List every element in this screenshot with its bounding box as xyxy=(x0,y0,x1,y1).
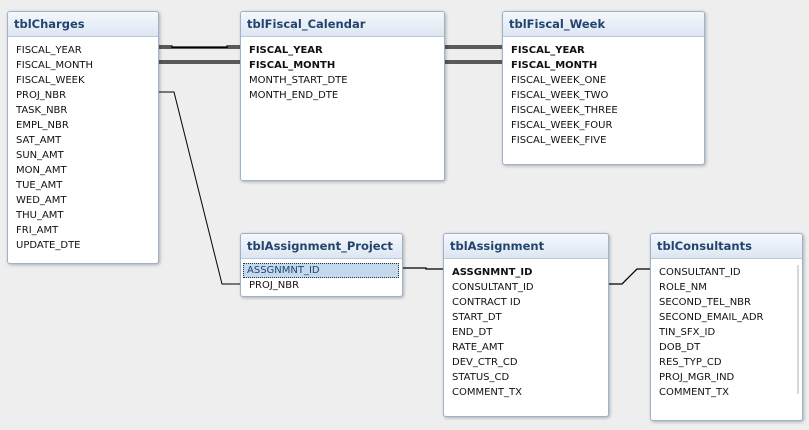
field[interactable]: FRI_AMT xyxy=(16,225,59,236)
table-title[interactable]: tblAssignment xyxy=(444,234,608,259)
selected-field[interactable]: ASSGNMNT_ID xyxy=(243,263,399,278)
table-title[interactable]: tblConsultants xyxy=(651,234,802,259)
field[interactable]: SECOND_EMAIL_ADR xyxy=(659,312,764,323)
table-tblconsultants[interactable]: tblConsultants CONSULTANT_ID ROLE_NM SEC… xyxy=(650,233,803,421)
table-tblassignment[interactable]: tblAssignment ASSGNMNT_ID CONSULTANT_ID … xyxy=(443,233,609,417)
field[interactable]: CONSULTANT_ID xyxy=(452,282,534,293)
field[interactable]: SECOND_TEL_NBR xyxy=(659,297,751,308)
key-field[interactable]: ASSGNMNT_ID xyxy=(452,267,533,278)
field[interactable]: PROJ_MGR_IND xyxy=(659,372,735,383)
key-field[interactable]: FISCAL_MONTH xyxy=(249,60,336,71)
table-title[interactable]: tblFiscal_Calendar xyxy=(241,12,444,37)
field[interactable]: RES_TYP_CD xyxy=(659,357,722,368)
key-field[interactable]: FISCAL_YEAR xyxy=(511,45,585,56)
table-tblfiscal-week[interactable]: tblFiscal_Week FISCAL_YEAR FISCAL_MONTH … xyxy=(502,11,705,165)
field[interactable]: CONSULTANT_ID xyxy=(659,267,741,278)
field[interactable]: PROJ_NBR xyxy=(249,280,300,291)
table-tblfiscal-calendar[interactable]: tblFiscal_Calendar FISCAL_YEAR FISCAL_MO… xyxy=(240,11,445,181)
field[interactable]: FISCAL_WEEK xyxy=(16,75,85,86)
field[interactable]: TUE_AMT xyxy=(16,180,63,191)
field[interactable]: END_DT xyxy=(452,327,493,338)
field[interactable]: PROJ_NBR xyxy=(16,90,67,101)
relationship-line[interactable] xyxy=(157,91,243,285)
field[interactable]: TIN_SFX_ID xyxy=(659,327,716,338)
key-field[interactable]: FISCAL_MONTH xyxy=(511,60,598,71)
field[interactable]: FISCAL_MONTH xyxy=(16,60,94,71)
field-list[interactable]: ASSGNMNT_ID PROJ_NBR xyxy=(241,259,402,293)
field[interactable]: MONTH_START_DTE xyxy=(249,75,348,86)
field[interactable]: SAT_AMT xyxy=(16,135,62,146)
table-tblassignment-project[interactable]: tblAssignment_Project ASSGNMNT_ID PROJ_N… xyxy=(240,233,403,297)
field[interactable]: THU_AMT xyxy=(16,210,64,221)
field-list[interactable]: ASSGNMNT_ID CONSULTANT_ID CONTRACT ID ST… xyxy=(444,259,608,400)
relationship-line[interactable] xyxy=(157,45,243,48)
field[interactable]: DOB_DT xyxy=(659,342,701,353)
field[interactable]: FISCAL_WEEK_TWO xyxy=(511,90,609,101)
table-title[interactable]: tblAssignment_Project xyxy=(241,234,402,259)
field-list[interactable]: FISCAL_YEAR FISCAL_MONTH FISCAL_WEEK PRO… xyxy=(8,37,158,253)
scrollbar[interactable] xyxy=(797,265,799,394)
field[interactable]: COMMENT_TX xyxy=(452,387,522,398)
field[interactable]: TASK_NBR xyxy=(16,105,68,116)
field-list[interactable]: FISCAL_YEAR FISCAL_MONTH MONTH_START_DTE… xyxy=(241,37,444,103)
field[interactable]: ROLE_NM xyxy=(659,282,707,293)
field[interactable]: MONTH_END_DTE xyxy=(249,90,339,101)
field[interactable]: FISCAL_WEEK_FOUR xyxy=(511,120,613,131)
field[interactable]: DEV_CTR_CD xyxy=(452,357,518,368)
field[interactable]: WED_AMT xyxy=(16,195,67,206)
field-list[interactable]: FISCAL_YEAR FISCAL_MONTH FISCAL_WEEK_ONE… xyxy=(503,37,704,148)
field[interactable]: FISCAL_WEEK_ONE xyxy=(511,75,607,86)
relationship-line[interactable] xyxy=(607,268,652,285)
field[interactable]: FISCAL_WEEK_THREE xyxy=(511,105,618,116)
table-title[interactable]: tblCharges xyxy=(8,12,158,37)
field[interactable]: FISCAL_WEEK_FIVE xyxy=(511,135,607,146)
relationship-line[interactable] xyxy=(401,267,445,270)
field[interactable]: FISCAL_YEAR xyxy=(16,45,82,56)
field[interactable]: EMPL_NBR xyxy=(16,120,69,131)
key-field[interactable]: FISCAL_YEAR xyxy=(249,45,323,56)
field[interactable]: MON_AMT xyxy=(16,165,67,176)
field[interactable]: SUN_AMT xyxy=(16,150,64,161)
table-tblcharges[interactable]: tblCharges FISCAL_YEAR FISCAL_MONTH FISC… xyxy=(7,11,159,264)
field[interactable]: COMMENT_TX xyxy=(659,387,729,398)
field[interactable]: STATUS_CD xyxy=(452,372,510,383)
table-title[interactable]: tblFiscal_Week xyxy=(503,12,704,37)
field[interactable]: UPDATE_DTE xyxy=(16,240,81,251)
field[interactable]: CONTRACT ID xyxy=(452,297,521,308)
field-list[interactable]: CONSULTANT_ID ROLE_NM SECOND_TEL_NBR SEC… xyxy=(651,259,802,400)
field[interactable]: START_DT xyxy=(452,312,502,323)
field[interactable]: RATE_AMT xyxy=(452,342,504,353)
